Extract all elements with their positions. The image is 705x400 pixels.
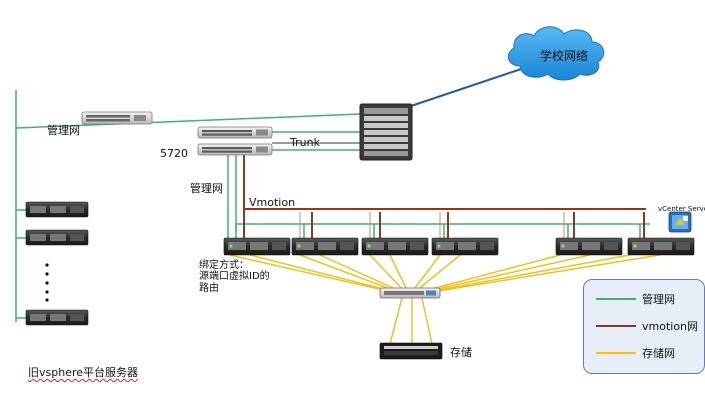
- management-network-label-top: 管理网: [47, 124, 80, 137]
- binding-mode-line1: 绑定方式：: [199, 260, 249, 271]
- storage-switch: [379, 287, 441, 299]
- switch-5720-label: 5720: [160, 147, 188, 160]
- storage-label: 存储: [450, 346, 472, 359]
- host-server-6: [627, 237, 695, 256]
- legend: 管理网 vmotion网 存储网: [583, 279, 705, 374]
- host-server-2: [291, 237, 359, 256]
- switch-5720-b: [197, 143, 273, 156]
- storage-array: [379, 342, 443, 360]
- legend-swatch-storage: [596, 352, 636, 354]
- old-servers-label: 旧vsphere平台服务器: [28, 366, 139, 379]
- binding-mode-line3: 路由: [199, 283, 219, 294]
- legend-item-management: 管理网: [584, 290, 704, 306]
- legend-item-storage: 存储网: [584, 344, 704, 360]
- legend-swatch-vmotion: [596, 325, 636, 327]
- management-network-label-mid: 管理网: [190, 182, 223, 195]
- uplink-line: [404, 65, 531, 109]
- old-server-3: [25, 309, 89, 326]
- storage-links: [229, 254, 661, 345]
- trunk-label: Trunk: [290, 136, 320, 149]
- core-chassis-switch: [359, 103, 413, 161]
- legend-item-vmotion: vmotion网: [584, 317, 704, 333]
- host-server-3: [361, 237, 429, 256]
- host-server-4: [431, 237, 499, 256]
- management-links: [15, 90, 650, 322]
- binding-mode-line2: 源端口虚拟ID的: [199, 271, 270, 282]
- ellipsis-dots: [45, 263, 49, 302]
- legend-label-vmotion: vmotion网: [642, 320, 699, 333]
- campus-network-cloud: [507, 26, 605, 81]
- switch-5720-a: [197, 126, 273, 139]
- old-server-1: [25, 201, 89, 218]
- host-server-5: [555, 237, 623, 256]
- legend-label-storage: 存储网: [642, 347, 675, 360]
- legend-label-management: 管理网: [642, 293, 675, 306]
- vmotion-links: [243, 152, 646, 238]
- vmotion-label: Vmotion: [249, 196, 296, 209]
- vmotion-links-thin: [299, 212, 565, 238]
- campus-network-label: 学校网络: [540, 49, 589, 63]
- vcenter-server-icon: [668, 211, 692, 233]
- vcenter-server-label: vCenter Server: [658, 205, 705, 213]
- host-server-1: [223, 237, 291, 256]
- management-switch: [81, 111, 153, 125]
- legend-swatch-management: [596, 298, 636, 300]
- old-server-2: [25, 229, 89, 246]
